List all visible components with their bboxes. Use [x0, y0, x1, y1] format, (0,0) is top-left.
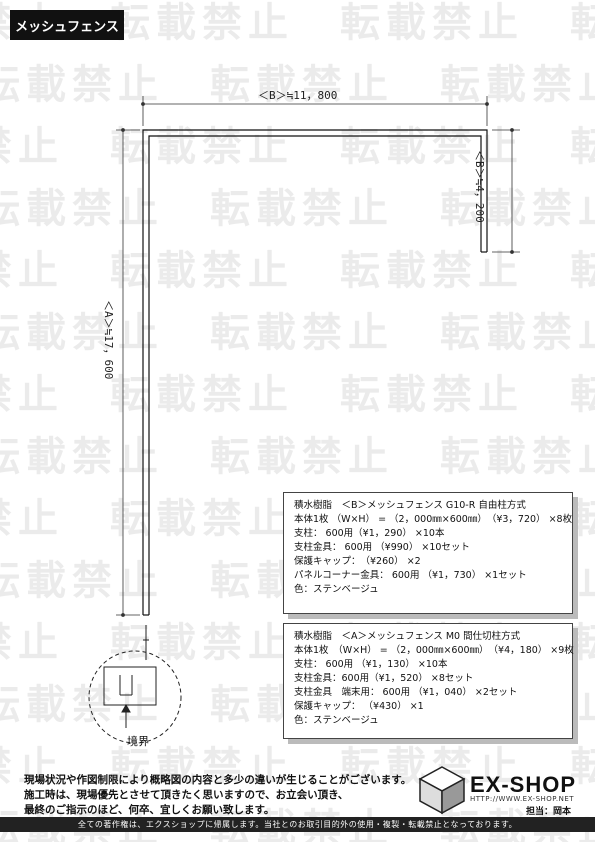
fence-line	[142, 129, 488, 616]
site-notice: 現場状況や作図制限により概略図の内容と多少の違いが生じることがございます。 施工…	[24, 773, 411, 818]
spec-b-title: 積水樹脂 ＜B＞メッシュフェンス G10-R 自由柱方式	[294, 500, 526, 511]
dimension-a-left: ＜A＞≒17，600	[102, 300, 115, 380]
brand-name: EX-SHOP	[470, 772, 577, 797]
spec-b-line: 支柱： 600用（¥1，290） ×10本	[294, 528, 445, 539]
dimension-line-right	[492, 128, 520, 254]
boundary-detail	[88, 625, 182, 744]
spec-a-title: 積水樹脂 ＜A＞メッシュフェンス M0 間仕切柱方式	[294, 631, 521, 642]
spec-b-line: 保護キャップ： （¥260） ×2	[294, 556, 421, 567]
spec-b-line: パネルコーナー金具： 600用 （¥1，730） ×1セット	[294, 570, 527, 581]
dimension-b-right: ＜B＞≒4，200	[473, 150, 486, 223]
dimension-line-top	[141, 96, 489, 126]
page-title: メッシュフェンス	[10, 10, 124, 40]
spec-a-line: 支柱金具 端末用： 600用 （¥1，040） ×2セット	[294, 687, 518, 698]
spec-a-line: 色：ステンベージュ	[294, 715, 379, 726]
spec-box-a: 積水樹脂 ＜A＞メッシュフェンス M0 間仕切柱方式 本体1枚 （W×H） = …	[283, 623, 574, 739]
brand-url: HTTP://WWW.EX-SHOP.NET	[470, 795, 575, 803]
spec-a-line: 支柱： 600用 （¥1，130） ×10本	[294, 659, 448, 670]
spec-b-line: 本体1枚 （W×H） = （2，000㎜×600㎜） （¥3，720） ×8枚	[294, 514, 573, 525]
person-in-charge: 担当：岡本	[526, 807, 572, 817]
spec-b-line: 色：ステンベージュ	[294, 584, 379, 595]
dimension-b-top: ＜B＞≒11，800	[258, 89, 338, 102]
boundary-label: 境界	[127, 735, 149, 748]
notice-line: 現場状況や作図制限により概略図の内容と多少の違いが生じることがございます。	[24, 774, 412, 786]
ex-shop-logo-icon	[418, 766, 466, 815]
notice-line: 最終のご指示のほど、何卒、宜しくお願い致します。	[24, 804, 275, 816]
spec-a-line: 支柱金具：600用（¥1，520） ×8セット	[294, 673, 474, 684]
spec-b-line: 支柱金具： 600用 （¥990） ×10セット	[294, 542, 470, 553]
notice-line: 施工時は、現場優先とさせて頂きたく思いますので、お立会い頂き、	[24, 789, 349, 801]
dimension-line-left	[116, 128, 140, 617]
copyright-footer: 全ての著作権は、エクスショップに帰属します。当社とのお取引目的外の使用・複製・転…	[0, 817, 595, 832]
spec-a-line: 本体1枚 （W×H） = （2，000㎜×600㎜） （¥4，180） ×9枚	[294, 645, 574, 656]
spec-a-line: 保護キャップ： （¥430） ×1	[294, 701, 424, 712]
spec-box-b: 積水樹脂 ＜B＞メッシュフェンス G10-R 自由柱方式 本体1枚 （W×H） …	[283, 492, 573, 614]
